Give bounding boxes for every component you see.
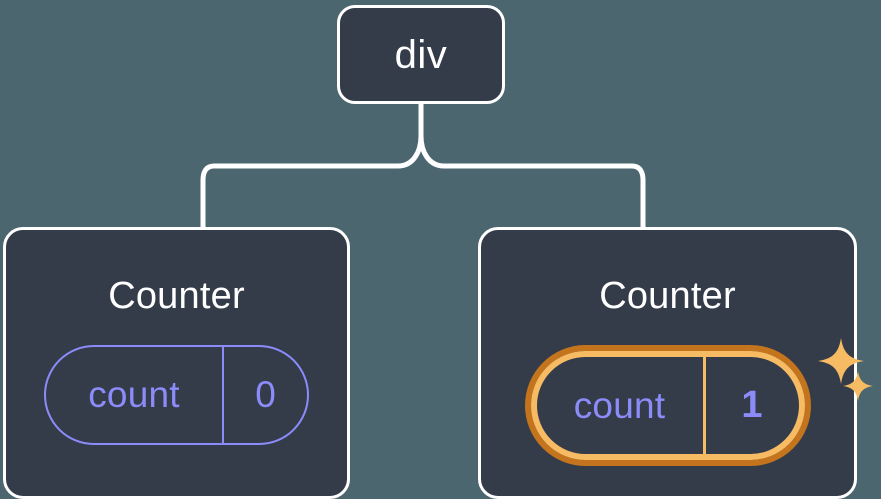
counter-right-title: Counter: [599, 275, 736, 317]
state-key-label: count: [537, 357, 706, 454]
state-badge-count-right-highlight[interactable]: count 1: [524, 345, 811, 466]
counter-left-title: Counter: [108, 275, 245, 317]
state-value-label: 1: [741, 384, 763, 426]
node-div-label: div: [394, 32, 448, 77]
connector-right-branch: [418, 133, 646, 231]
node-div[interactable]: div: [337, 5, 505, 104]
connector-left-branch: [200, 133, 424, 231]
node-counter-left[interactable]: Counter count 0: [3, 227, 350, 499]
state-badge-count-left[interactable]: count 0: [44, 345, 309, 445]
state-badge-count-right[interactable]: count 1: [530, 351, 805, 460]
counter-left-state-wrap: count 0: [44, 345, 309, 445]
counter-right-state-wrap: count 1: [524, 338, 873, 466]
sparkle-icon: [817, 338, 864, 384]
state-value-label: 0: [255, 374, 276, 415]
state-key-label: count: [46, 347, 224, 443]
node-counter-right[interactable]: Counter count 1: [478, 227, 873, 499]
